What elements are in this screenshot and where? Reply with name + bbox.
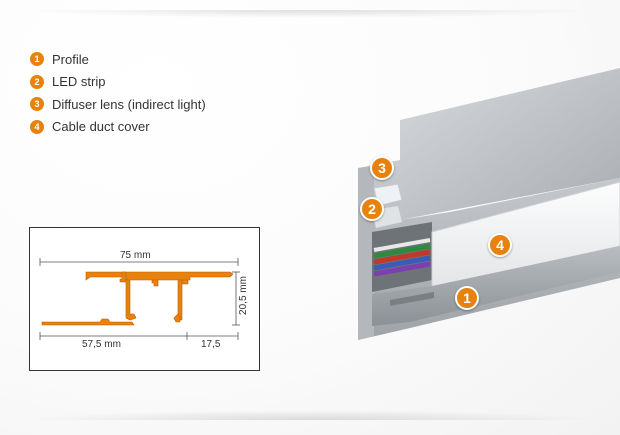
end-face: [358, 166, 374, 340]
right-width-label: 17,5: [201, 339, 221, 350]
legend: 1 Profile 2 LED strip 3 Diffuser lens (i…: [30, 48, 206, 138]
cross-section-svg: [39, 258, 240, 340]
callout-led-strip: 2: [360, 197, 384, 221]
colored-cables: [373, 238, 431, 277]
legend-label: Profile: [52, 51, 89, 67]
rail-groove: [390, 292, 434, 306]
legend-label: LED strip: [52, 74, 106, 90]
profile-cross-section: [41, 271, 234, 326]
legend-item-led-strip: 2 LED strip: [30, 71, 206, 94]
legend-label: Diffuser lens (indirect light): [52, 96, 206, 112]
height-dimension-line: [232, 271, 240, 326]
bottom-dimension-lines: [39, 332, 239, 340]
cable-duct-cover: [431, 181, 620, 289]
callout-profile: 1: [455, 286, 479, 310]
number-badge: 1: [30, 52, 44, 67]
total-width-dimension-line: [39, 258, 239, 266]
legend-item-profile: 1 Profile: [30, 48, 206, 71]
total-width-label: 75 mm: [120, 250, 151, 261]
number-badge: 3: [30, 97, 44, 112]
height-label: 20,5 mm: [237, 276, 249, 315]
dimension-drawing: 75 mm 20,5 mm 57,5 mm 17,5: [29, 227, 260, 371]
legend-item-cable-duct-cover: 4 Cable duct cover: [30, 116, 206, 139]
legend-item-diffuser: 3 Diffuser lens (indirect light): [30, 93, 206, 116]
bottom-shadow: [20, 410, 600, 420]
profile-product-illustration: [358, 68, 620, 340]
back-plate: [400, 68, 620, 220]
top-shadow: [20, 10, 600, 18]
number-badge: 2: [30, 74, 44, 89]
callout-cover: 4: [488, 233, 512, 257]
legend-label: Cable duct cover: [52, 119, 150, 135]
number-badge: 4: [30, 119, 44, 134]
callout-diffuser: 3: [370, 156, 394, 180]
left-width-label: 57,5 mm: [82, 339, 121, 350]
lower-rail: [372, 246, 620, 326]
